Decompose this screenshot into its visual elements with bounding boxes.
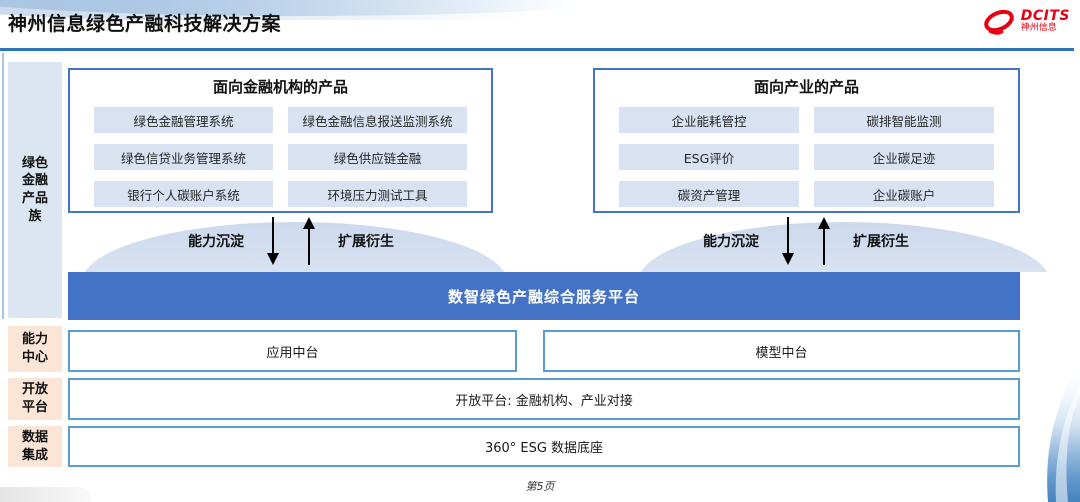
product-item: 绿色供应链金融 xyxy=(288,144,467,170)
sidebar-label-capability-center: 能力中心 xyxy=(8,326,62,372)
dome-decorations xyxy=(0,214,1080,272)
corner-gray-decoration xyxy=(0,487,92,502)
dcits-logo: DCITS 神州信息 xyxy=(981,7,1070,35)
product-item: 碳资产管理 xyxy=(619,181,799,207)
platform-title: 数智绿色产融综合服务平台 xyxy=(447,287,640,306)
product-item: 绿色信贷业务管理系统 xyxy=(94,144,273,170)
expand-derive-label: 扩展衍生 xyxy=(338,234,394,250)
product-item: 银行个人碳账户系统 xyxy=(94,181,273,207)
product-item: 环境压力测试工具 xyxy=(288,181,467,207)
expand-derive-label: 扩展衍生 xyxy=(853,234,909,250)
sidebar-label-data-integration: 数据集成 xyxy=(8,426,62,467)
sidebar-label-product-family: 绿色金融产品族 xyxy=(8,62,62,318)
page-number: 第5页 xyxy=(525,480,555,493)
product-item: 绿色金融信息报送监测系统 xyxy=(288,107,467,133)
esg-data-base-box: 360° ESG 数据底座 xyxy=(68,426,1020,467)
dcits-swoosh-icon xyxy=(983,9,1014,35)
model-middle-platform-box: 模型中台 xyxy=(543,330,1020,372)
left-edge-decoration xyxy=(2,53,4,319)
product-item: ESG评价 xyxy=(619,144,799,170)
panel-title: 面向产业的产品 xyxy=(753,78,859,96)
financial-products-panel: 面向金融机构的产品 绿色金融管理系统 绿色金融信息报送监测系统 绿色信贷业务管理… xyxy=(68,68,493,213)
panel-title: 面向金融机构的产品 xyxy=(212,78,348,96)
product-item: 碳排智能监测 xyxy=(814,107,994,133)
logo-subtext: 神州信息 xyxy=(1020,22,1057,33)
sidebar-label-open-platform: 开放平台 xyxy=(8,378,62,420)
product-item: 企业碳账户 xyxy=(814,181,994,207)
capability-sink-label: 能力沉淀 xyxy=(188,234,244,250)
down-arrow-icon xyxy=(267,217,279,265)
up-arrow-icon xyxy=(818,217,830,265)
product-item: 企业能耗管控 xyxy=(619,107,799,133)
open-platform-box: 开放平台: 金融机构、产业对接 xyxy=(68,378,1020,420)
header-divider xyxy=(0,48,1074,51)
product-item: 绿色金融管理系统 xyxy=(94,107,273,133)
capability-sink-label: 能力沉淀 xyxy=(703,234,759,250)
platform-bar: 数智绿色产融综合服务平台 xyxy=(68,272,1020,320)
down-arrow-icon xyxy=(782,217,794,265)
industry-products-panel: 面向产业的产品 企业能耗管控 碳排智能监测 ESG评价 企业碳足迹 碳资产管理 … xyxy=(593,68,1020,213)
arrow-group-right: 能力沉淀 扩展衍生 xyxy=(703,216,909,266)
logo-text: DCITS xyxy=(1020,7,1070,24)
product-item: 企业碳足迹 xyxy=(814,144,994,170)
up-arrow-icon xyxy=(303,217,315,265)
page-title: 神州信息绿色产融科技解决方案 xyxy=(8,13,282,35)
app-middle-platform-box: 应用中台 xyxy=(68,330,517,372)
arrow-group-left: 能力沉淀 扩展衍生 xyxy=(188,216,394,266)
